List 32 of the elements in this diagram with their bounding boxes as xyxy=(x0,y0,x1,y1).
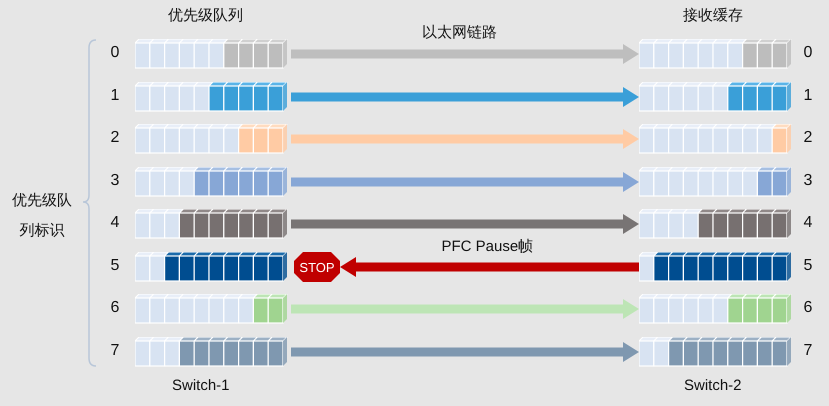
queue-number: 4 xyxy=(802,214,814,232)
queue-number: 1 xyxy=(110,87,120,105)
edge-label: PFC Pause帧 xyxy=(440,237,536,256)
queue-number: 2 xyxy=(802,129,814,147)
queue-number: 4 xyxy=(110,214,120,232)
queue-number: 3 xyxy=(110,172,120,190)
arrow xyxy=(291,299,639,319)
arrow xyxy=(291,129,639,149)
queue-number: 3 xyxy=(802,172,814,190)
queue-number: 6 xyxy=(110,299,120,317)
switch-label: Switch-1 xyxy=(172,377,230,394)
queue-number: 1 xyxy=(802,87,814,105)
stop-sign: STOP xyxy=(294,252,340,282)
arrow xyxy=(291,342,639,362)
arrow xyxy=(340,257,639,277)
column-heading: 优先级队列 xyxy=(168,6,243,25)
switch-label: Switch-2 xyxy=(684,377,742,394)
queue-number: 7 xyxy=(110,342,120,360)
queue-number: 7 xyxy=(802,342,814,360)
queue-number: 5 xyxy=(110,257,120,275)
queue-number: 0 xyxy=(802,44,814,62)
arrow xyxy=(291,87,639,107)
queue-number: 0 xyxy=(110,44,120,62)
arrow xyxy=(291,44,639,64)
axis-label: 优先级队列标识 xyxy=(11,191,73,241)
queue-number: 6 xyxy=(802,299,814,317)
column-heading: 接收缓存 xyxy=(683,6,743,25)
arrow xyxy=(291,172,639,192)
queue-number: 5 xyxy=(802,257,814,275)
link-label: 以太网链路 xyxy=(422,23,497,42)
arrow xyxy=(291,214,639,234)
queue-number: 2 xyxy=(110,129,120,147)
